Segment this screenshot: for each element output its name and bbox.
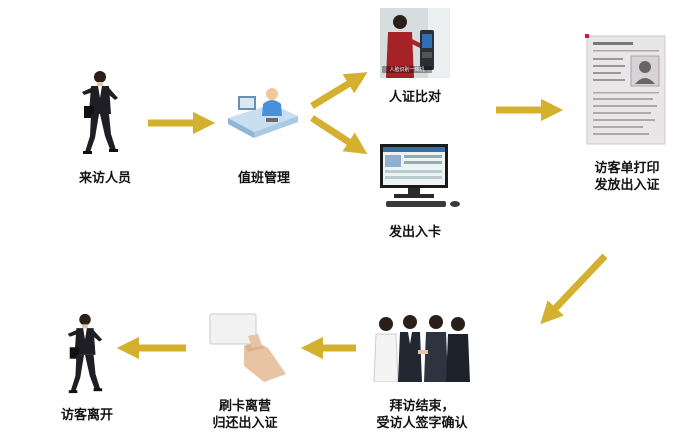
- arrow-duty-to-idcheck: [310, 72, 368, 109]
- visitor-node: [78, 68, 122, 156]
- swipe-node: [204, 312, 288, 382]
- walking-businessman-icon: [82, 71, 118, 154]
- leave-node: [64, 310, 106, 396]
- swipe-label: 刷卡离营 归还出入证: [212, 399, 278, 431]
- leave-label: 访客离开: [60, 408, 113, 423]
- duty-node: [222, 82, 302, 144]
- terminal-screen-caption: 人脸识别一体机: [382, 66, 432, 73]
- id-check-node: 人脸识别一体机: [380, 8, 450, 78]
- confirm-node: [372, 310, 472, 383]
- print-node: [585, 34, 667, 146]
- visitor-slip-icon: [585, 34, 666, 145]
- confirm-label: 拜访结束， 受访人签字确认: [376, 399, 468, 431]
- walking-businessman-icon: [67, 313, 103, 394]
- desktop-computer-icon: [380, 144, 460, 207]
- print-label: 访客单打印 发放出入证: [594, 161, 660, 193]
- arrow-print-to-confirm: [540, 253, 608, 325]
- id-check-label: 人证比对: [388, 90, 441, 105]
- issue-card-node: [376, 142, 462, 210]
- handshake-icon: [373, 315, 470, 383]
- visitor-label: 来访人员: [78, 171, 131, 186]
- arrow-duty-to-issuecard: [310, 115, 368, 155]
- hand-holding-card-icon: [209, 313, 286, 382]
- issue-card-label: 发出入卡: [388, 225, 441, 240]
- duty-label: 值班管理: [237, 171, 290, 186]
- id-verification-terminal-icon: [380, 8, 450, 78]
- reception-desk-icon: [228, 88, 298, 138]
